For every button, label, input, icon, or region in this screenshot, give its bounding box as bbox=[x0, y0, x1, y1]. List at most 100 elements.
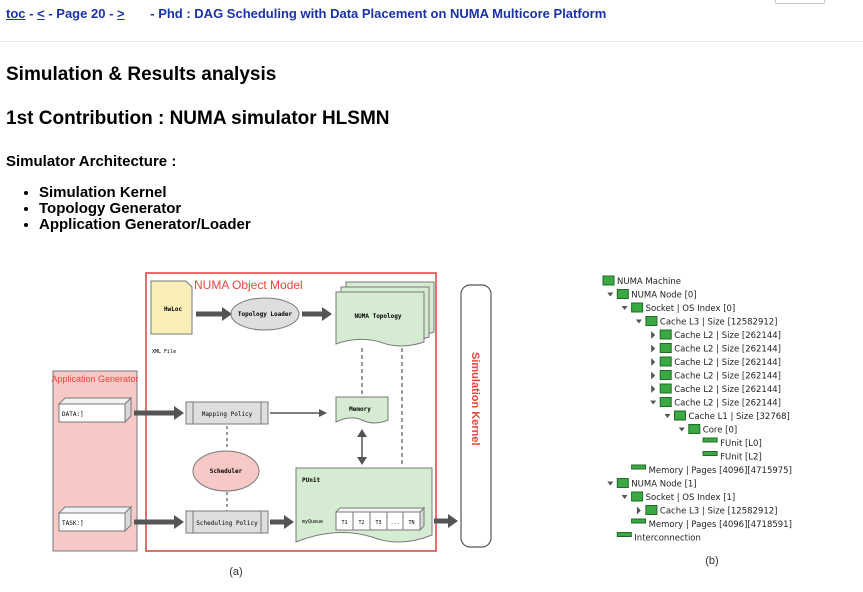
tree-row[interactable]: Cache L2 | Size [262144] bbox=[650, 397, 781, 409]
node-icon bbox=[631, 302, 644, 313]
myqueue-label: myQueue bbox=[302, 519, 323, 525]
tree-label: Cache L2 | Size [262144] bbox=[674, 385, 781, 395]
tree-row[interactable]: Core [0] bbox=[678, 424, 737, 436]
nav-separator: - bbox=[109, 6, 114, 21]
tree-label: FUnit [L2] bbox=[720, 453, 762, 463]
node-icon bbox=[616, 289, 629, 299]
tree-label: Socket | OS Index [1] bbox=[646, 493, 736, 503]
tree-row[interactable]: Memory | Pages [4096][4715975] bbox=[631, 464, 792, 476]
collapse-arrow-icon[interactable] bbox=[651, 358, 656, 366]
task-cube-top bbox=[57, 506, 133, 514]
arrow bbox=[174, 406, 184, 420]
queue-side bbox=[419, 506, 425, 532]
nav-separator: - bbox=[29, 6, 34, 21]
node-icon bbox=[631, 518, 647, 524]
expand-arrow-icon[interactable] bbox=[621, 306, 628, 310]
nav-separator: - bbox=[48, 6, 53, 21]
queue-cell-label: T2 bbox=[358, 520, 364, 526]
figure-a-caption: (a) bbox=[229, 566, 242, 578]
section-title: Simulation & Results analysis bbox=[6, 64, 277, 85]
queue-top bbox=[334, 507, 426, 513]
tree-row[interactable]: NUMA Node [0] bbox=[607, 289, 697, 301]
arrow bbox=[448, 514, 458, 528]
tree-label: NUMA Machine bbox=[617, 277, 681, 287]
expand-arrow-icon[interactable] bbox=[678, 427, 685, 432]
hwloc-label: HwLoc bbox=[164, 306, 182, 313]
scheduler-node bbox=[192, 450, 260, 492]
list-item: Simulation Kernel bbox=[39, 185, 251, 201]
collapse-arrow-icon[interactable] bbox=[651, 331, 656, 339]
tree-label: Memory | Pages [4096][4718591] bbox=[649, 520, 792, 530]
task-block bbox=[58, 512, 126, 532]
tree-label: Cache L1 | Size [32768] bbox=[689, 412, 790, 422]
tree-row[interactable]: Memory | Pages [4096][4718591] bbox=[631, 518, 792, 530]
collapse-arrow-icon[interactable] bbox=[651, 371, 656, 380]
tree-row[interactable]: Cache L1 | Size [32768] bbox=[664, 410, 790, 422]
data-block bbox=[58, 403, 126, 423]
expand-arrow-icon[interactable] bbox=[607, 292, 614, 297]
arrow bbox=[174, 515, 184, 529]
expand-arrow-icon[interactable] bbox=[664, 414, 671, 418]
tree-label: Memory | Pages [4096][4715975] bbox=[649, 466, 792, 476]
data-label: DATA:] bbox=[62, 411, 84, 418]
tree-row[interactable]: FUnit [L2] bbox=[702, 451, 762, 463]
node-icon bbox=[616, 478, 629, 488]
previous-page-link[interactable]: < bbox=[37, 6, 45, 21]
expand-arrow-icon[interactable] bbox=[621, 495, 628, 499]
topology-loader-node bbox=[230, 297, 300, 331]
queue-cell-label: T1 bbox=[341, 520, 347, 526]
task-label: TASK:] bbox=[62, 520, 84, 527]
node-icon bbox=[659, 383, 672, 394]
tree-row[interactable]: Cache L2 | Size [262144] bbox=[651, 356, 781, 368]
tree-label: FUnit [L0] bbox=[720, 439, 762, 449]
scheduler-label: Scheduler bbox=[210, 468, 243, 475]
queue-cell-label: TN bbox=[408, 520, 414, 526]
hwloc-file-icon bbox=[150, 280, 193, 335]
node-icon bbox=[702, 451, 718, 456]
tree-label: Cache L2 | Size [262144] bbox=[674, 372, 781, 382]
header-divider bbox=[0, 41, 863, 42]
numa-topology-label: NUMA Topology bbox=[355, 313, 402, 320]
tree-row[interactable]: Cache L2 | Size [262144] bbox=[651, 343, 781, 355]
simulation-kernel-label: Simulation Kernel bbox=[469, 352, 481, 446]
node-icon bbox=[616, 532, 632, 537]
tree-row[interactable]: Cache L3 | Size [12582912] bbox=[636, 505, 778, 517]
arrow bbox=[357, 457, 367, 465]
expand-arrow-icon[interactable] bbox=[650, 400, 657, 405]
queue-cell-label: T3 bbox=[375, 520, 381, 526]
tree-row[interactable]: NUMA Node [1] bbox=[607, 478, 697, 490]
navigation-bar: toc - < - Page 20 - > - Phd : DAG Schedu… bbox=[6, 6, 606, 21]
subsection-title: 1st Contribution : NUMA simulator HLSMN bbox=[6, 108, 390, 129]
numa-object-model-label: NUMA Object Model bbox=[194, 278, 303, 292]
architecture-heading: Simulator Architecture : bbox=[6, 153, 177, 170]
queue-cell bbox=[402, 511, 421, 531]
tree-label: Cache L2 | Size [262144] bbox=[674, 331, 781, 341]
toc-link[interactable]: toc bbox=[6, 6, 26, 21]
arrow bbox=[357, 429, 367, 437]
tree-row[interactable]: Cache L3 | Size [12582912] bbox=[635, 316, 778, 328]
figure-b-caption: (b) bbox=[705, 555, 718, 567]
expand-arrow-icon[interactable] bbox=[635, 319, 642, 324]
collapse-arrow-icon[interactable] bbox=[636, 506, 641, 515]
tree-row[interactable]: Socket | OS Index [0] bbox=[621, 302, 736, 314]
application-generator-label: Application Generator bbox=[51, 374, 138, 384]
expand-arrow-icon[interactable] bbox=[607, 481, 614, 486]
tree-row[interactable]: Cache L2 | Size [262144] bbox=[651, 370, 781, 382]
node-icon bbox=[688, 424, 701, 434]
scheduling-policy-box bbox=[185, 510, 269, 534]
tree-row[interactable]: NUMA Machine bbox=[602, 275, 681, 287]
collapse-arrow-icon[interactable] bbox=[651, 344, 656, 353]
tree-label: Cache L3 | Size [12582912] bbox=[660, 318, 778, 328]
tree-row[interactable]: Interconnection bbox=[616, 532, 701, 544]
tree-row[interactable]: Cache L2 | Size [262144] bbox=[651, 329, 781, 341]
tree-row[interactable]: Socket | OS Index [1] bbox=[621, 491, 736, 503]
next-page-link[interactable]: > bbox=[117, 6, 125, 21]
tree-label: NUMA Node [1] bbox=[631, 480, 696, 490]
memory-label: Memory bbox=[349, 406, 371, 413]
node-icon bbox=[645, 505, 658, 515]
collapse-arrow-icon[interactable] bbox=[651, 385, 656, 393]
node-icon bbox=[631, 491, 644, 502]
tree-row[interactable]: Cache L2 | Size [262144] bbox=[651, 383, 781, 395]
tree-row[interactable]: FUnit [L0] bbox=[702, 437, 762, 449]
